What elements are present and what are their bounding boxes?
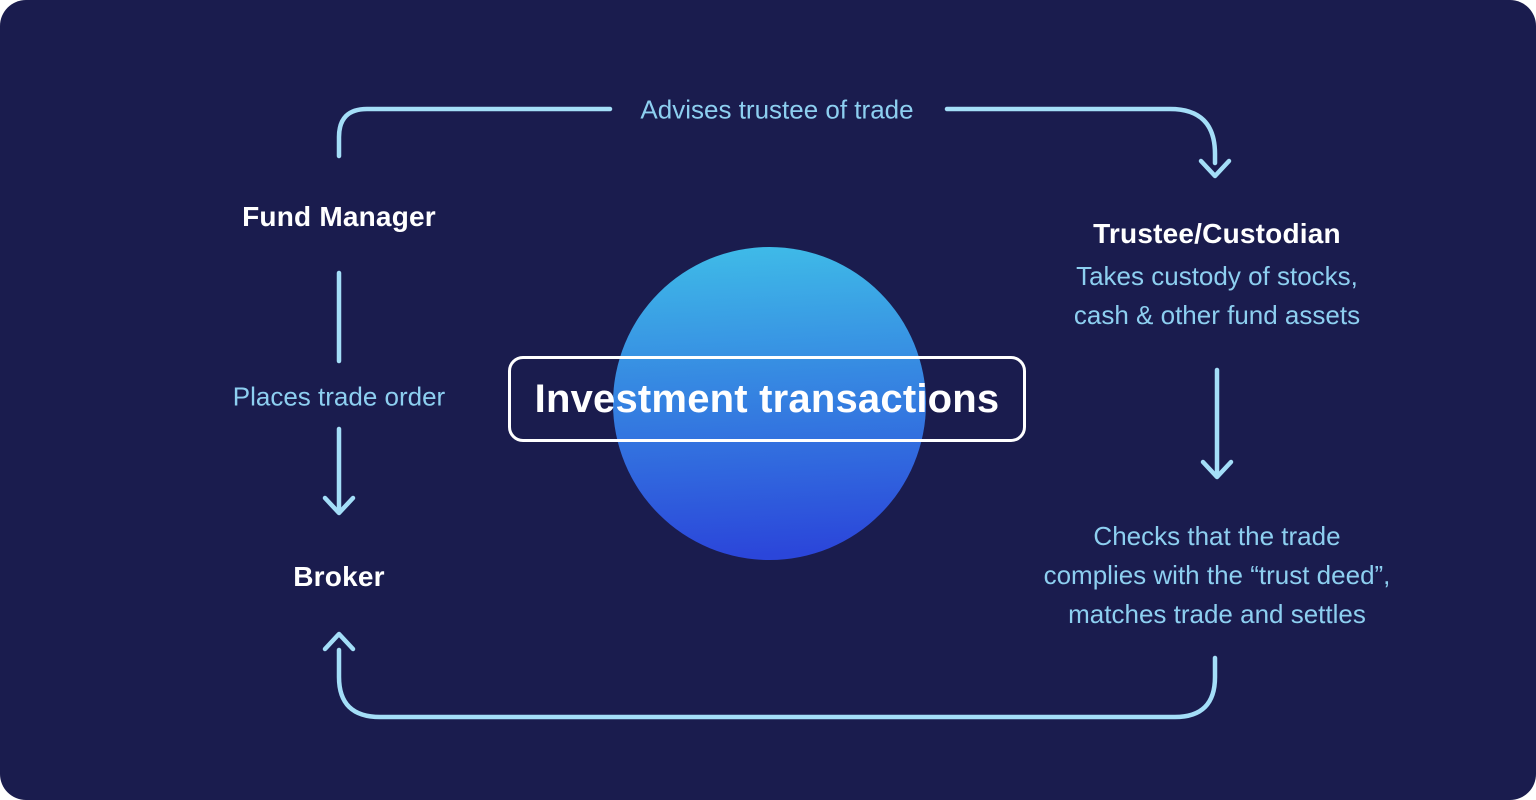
arrow-advises-head-icon xyxy=(1198,158,1232,179)
arrow-places-head-icon xyxy=(322,495,356,516)
node-trustee-desc-line1: Takes custody of stocks, xyxy=(1076,261,1358,291)
edge-label-checks-line2: complies with the “trust deed”, xyxy=(1043,560,1391,590)
node-trustee-title: Trustee/Custodian xyxy=(1093,218,1341,249)
edge-label-checks-line3: matches trade and settles xyxy=(1068,599,1366,629)
gradient-circle xyxy=(613,247,926,560)
node-broker: Broker xyxy=(293,561,385,592)
investment-transactions-title: Investment transactions xyxy=(534,376,1000,421)
edge-label-advises: Advises trustee of trade xyxy=(640,94,914,125)
node-fund-manager: Fund Manager xyxy=(242,201,436,232)
arrow-settle-return-path xyxy=(336,647,1218,720)
arrow-advises-right-segment xyxy=(944,106,1218,166)
arrow-advises-left-segment xyxy=(336,106,613,159)
edge-label-places-trade-order: Places trade order xyxy=(232,381,446,412)
edge-label-checks-line1: Checks that the trade xyxy=(1093,521,1341,551)
node-trustee-block: Trustee/Custodian Takes custody of stock… xyxy=(1074,217,1360,335)
arrow-settle-return-head-icon xyxy=(322,631,356,652)
edge-label-checks-block: Checks that the trade complies with the … xyxy=(1044,517,1391,634)
investment-transactions-box: Investment transactions xyxy=(508,356,1026,442)
arrow-trustee-down-head-icon xyxy=(1200,459,1234,480)
node-trustee-desc-line2: cash & other fund assets xyxy=(1073,300,1361,330)
